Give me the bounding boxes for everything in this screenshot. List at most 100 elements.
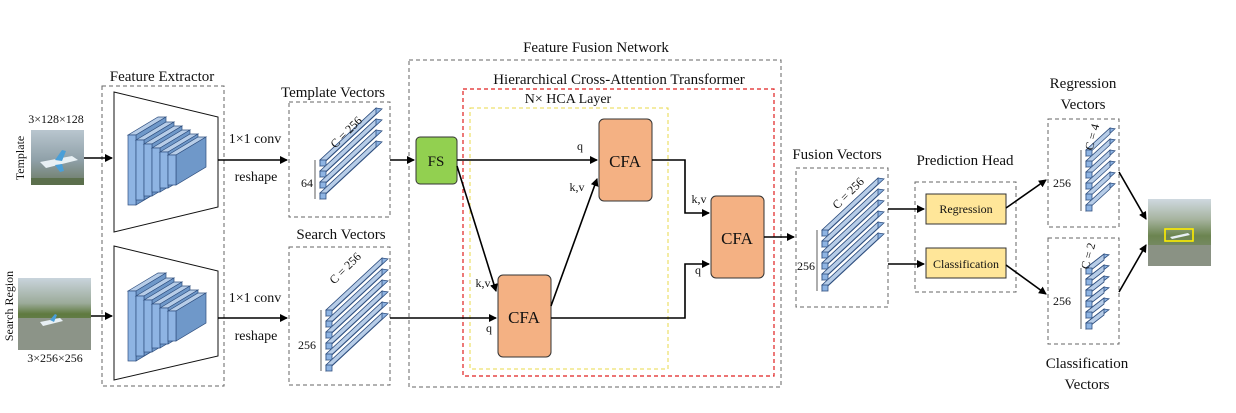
classification-vectors: C = 2 256 Classification Vectors xyxy=(1046,237,1129,393)
arrow-cfa-top-to-cfa-right-kv xyxy=(652,159,710,217)
feature-extractor: Feature Extractor xyxy=(101,69,225,387)
regression-box xyxy=(925,193,1007,225)
vector-cap xyxy=(1085,204,1093,212)
conv-top-label: 1×1 conv xyxy=(229,132,282,147)
backbone-plate xyxy=(135,295,145,357)
template-length-label: 64 xyxy=(301,176,313,190)
kv-label-bottom: k,v xyxy=(476,276,491,290)
q-label-right: q xyxy=(695,263,701,277)
regression-channels-label: C = 4 xyxy=(1082,122,1102,151)
backbone-plate xyxy=(167,154,177,186)
regression-label: Regression xyxy=(939,202,992,216)
reshape-top-label: reshape xyxy=(235,170,278,185)
vector-cap xyxy=(821,284,829,292)
vector-cap xyxy=(821,251,829,259)
search-airplane-icon xyxy=(40,314,63,326)
backbone-plate xyxy=(151,147,161,193)
search-input: Search Region 3×256×256 xyxy=(2,271,91,365)
hct-box xyxy=(462,88,775,377)
vector-cap xyxy=(319,192,327,200)
vector-cap xyxy=(1085,149,1093,157)
fusion-vectors-title: Fusion Vectors xyxy=(792,147,881,163)
vector-cap xyxy=(325,353,333,361)
template-vectors: Template Vectors C = 256 64 xyxy=(281,85,391,218)
arrow-regression-to-output xyxy=(1118,171,1147,220)
vector-cap xyxy=(325,342,333,350)
cfa-bottom-label: CFA xyxy=(508,308,541,327)
fusion-network-box xyxy=(408,59,782,388)
template-vector-stack xyxy=(314,107,383,200)
template-vectors-box xyxy=(288,101,391,218)
regression-vectors-title-2: Vectors xyxy=(1061,97,1106,113)
conv-bottom-label: 1×1 conv xyxy=(229,291,282,306)
backbone-layers-top xyxy=(126,116,208,206)
hca-layer-title: N× HCA Layer xyxy=(525,92,612,107)
search-vectors-title: Search Vectors xyxy=(296,227,385,243)
classification-vectors-box xyxy=(1047,237,1120,345)
q-label-bottom: q xyxy=(486,321,492,335)
backbone-plate xyxy=(127,290,137,362)
backbone-plate xyxy=(143,143,153,197)
template-airplane-icon xyxy=(31,150,84,185)
vector-cap xyxy=(1085,278,1093,286)
q-label-top: q xyxy=(577,139,583,153)
classification-length-label: 256 xyxy=(1053,294,1071,308)
fusion-vectors: Fusion Vectors C = 256 256 xyxy=(792,147,889,308)
regression-vectors-title-1: Regression xyxy=(1050,76,1117,92)
arrow-classification-to-output xyxy=(1118,244,1147,293)
regression-vectors-box xyxy=(1047,118,1120,228)
vector-cap xyxy=(319,181,327,189)
vector-cap xyxy=(1085,300,1093,308)
fs-label: FS xyxy=(428,154,445,170)
tracking-bbox xyxy=(1164,228,1194,242)
vector-cap xyxy=(325,309,333,317)
search-vectors: Search Vectors C = 256 256 xyxy=(288,227,391,386)
classification-label: Classification xyxy=(933,257,999,271)
template-size-label: 3×128×128 xyxy=(28,112,84,126)
reshape-bottom-label: reshape xyxy=(235,329,278,344)
backbone-plate xyxy=(151,303,161,349)
backbone-plate xyxy=(159,307,169,345)
regression-vector-stack xyxy=(1080,127,1116,212)
vector-cap xyxy=(821,273,829,281)
classification-channels-label: C = 2 xyxy=(1078,241,1098,270)
vector-cap xyxy=(1085,322,1093,330)
vector-cap xyxy=(821,240,829,248)
template-input: 3×128×128 Template xyxy=(13,112,84,185)
backbone-plate xyxy=(167,310,177,342)
regression-length-label: 256 xyxy=(1053,176,1071,190)
vector-cap xyxy=(1085,289,1093,297)
kv-label-right: k,v xyxy=(692,192,707,206)
prediction-head: Prediction Head Regression Classificatio… xyxy=(888,153,1047,295)
arrow-cfa-bottom-to-cfa-top-kv xyxy=(550,178,599,307)
classification-vectors-title-2: Vectors xyxy=(1065,377,1110,393)
vector-cap xyxy=(1085,267,1093,275)
vector-cap xyxy=(325,364,333,372)
output-result xyxy=(1118,171,1211,293)
feature-fusion-network: Feature Fusion Network Hierarchical Cros… xyxy=(390,40,795,388)
template-vectors-title: Template Vectors xyxy=(281,85,385,101)
classification-vectors-title-1: Classification xyxy=(1046,356,1129,372)
feature-extractor-title: Feature Extractor xyxy=(110,69,215,85)
cfa-bottom-box xyxy=(497,274,552,358)
cfa-right-label: CFA xyxy=(721,229,754,248)
vector-cap xyxy=(1085,182,1093,190)
cfa-top-label: CFA xyxy=(609,152,642,171)
vector-cap xyxy=(1085,160,1093,168)
fusion-vector-stack xyxy=(816,177,885,292)
backbone-layers-bottom xyxy=(126,272,208,362)
vector-cap xyxy=(821,262,829,270)
hct-title: Hierarchical Cross-Attention Transformer xyxy=(493,72,745,88)
kv-label-top: k,v xyxy=(570,180,585,194)
search-length-label: 256 xyxy=(298,338,316,352)
classification-box xyxy=(925,247,1007,279)
vector-cap xyxy=(821,229,829,237)
search-size-label: 3×256×256 xyxy=(27,351,83,365)
vector-cap xyxy=(325,320,333,328)
feature-extractor-box xyxy=(101,85,225,387)
arrow-fs-to-cfa-bottom-kv xyxy=(456,165,498,292)
backbone-plate xyxy=(159,151,169,189)
fusion-length-label: 256 xyxy=(797,259,815,273)
